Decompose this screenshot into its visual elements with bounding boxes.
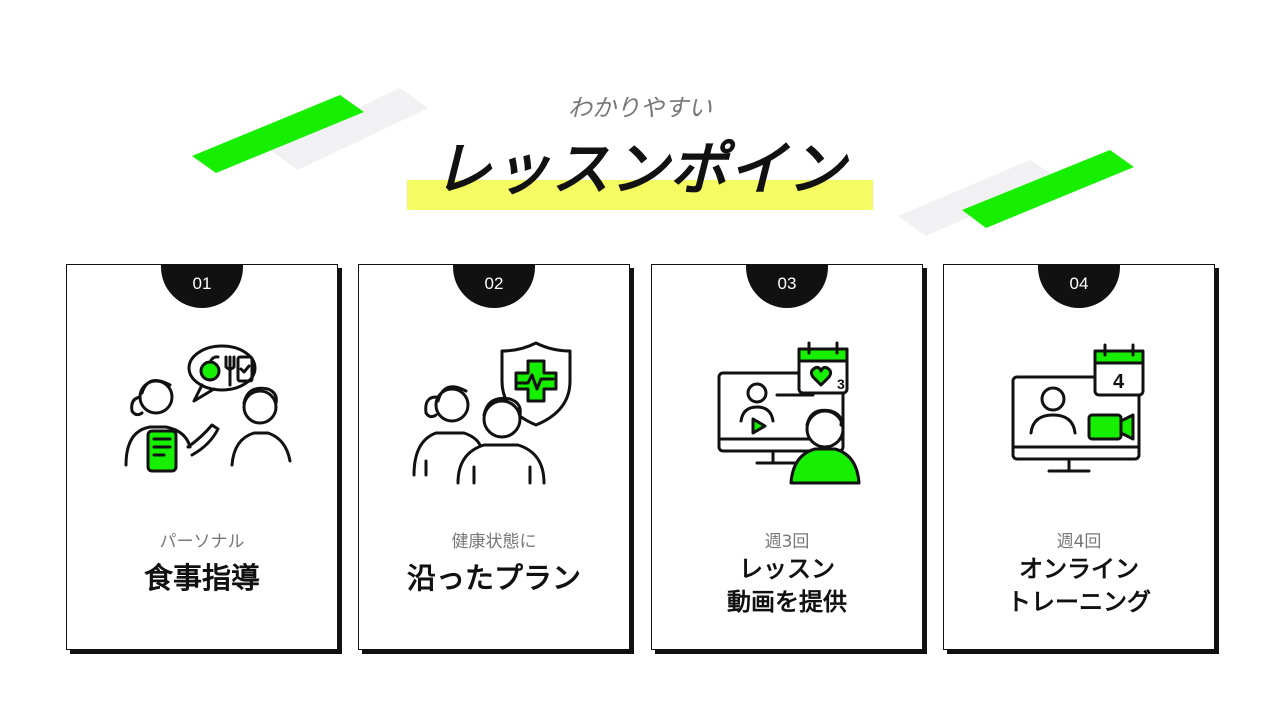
health-shield-icon bbox=[412, 341, 572, 485]
card-subtitle: 週4回 bbox=[1056, 532, 1102, 552]
card-title-line2: 動画を提供 bbox=[727, 588, 847, 616]
card-title-line1: レッスン bbox=[739, 555, 835, 583]
online-training-icon: 4 bbox=[1011, 343, 1145, 473]
calendar-day-number: 3 bbox=[837, 376, 845, 392]
card-title: 沿ったプラン bbox=[359, 561, 629, 595]
card-number-badge: 02 bbox=[453, 264, 535, 308]
point-card-3: 03 3 週3回 レッスン 動画を提供 bbox=[651, 264, 923, 650]
card-subtitle: 週3回 bbox=[764, 532, 810, 552]
card-title: レッスン 動画を提供 bbox=[652, 553, 922, 619]
card-title-line1: 沿ったプラン bbox=[406, 561, 581, 595]
point-card-4: 04 4 週4回 オンライン トレーニング bbox=[943, 264, 1215, 650]
card-number-badge: 03 bbox=[746, 264, 828, 308]
card-title: オンライン トレーニング bbox=[944, 553, 1214, 619]
card-title-line1: オンライン bbox=[1019, 555, 1139, 583]
card-subtitle: 健康状態に bbox=[451, 532, 537, 552]
card-title-line1: 食事指導 bbox=[143, 561, 260, 595]
page-title: レッスンポイン bbox=[433, 135, 847, 203]
header-subtitle: わかりやすい bbox=[568, 94, 712, 122]
card-title-line2: トレーニング bbox=[1007, 588, 1151, 616]
point-card-2: 02 健康状態に 沿ったプラン bbox=[358, 264, 630, 650]
card-number-badge: 04 bbox=[1038, 264, 1120, 308]
video-lesson-icon: 3 bbox=[717, 341, 861, 485]
calendar-day-number: 4 bbox=[1113, 371, 1125, 393]
nutrition-coaching-icon bbox=[124, 344, 292, 473]
title-highlight-band bbox=[407, 180, 873, 210]
card-number-badge: 01 bbox=[161, 264, 243, 308]
point-card-1: 01 パーソナル 食事指導 bbox=[66, 264, 338, 650]
card-subtitle: パーソナル bbox=[159, 532, 245, 552]
card-title: 食事指導 bbox=[67, 561, 337, 595]
